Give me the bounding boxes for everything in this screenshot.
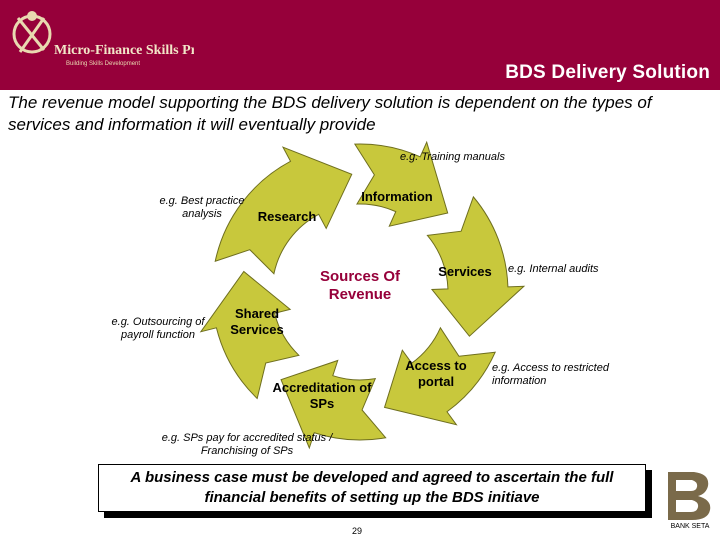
micro-finance-logo: Micro-Finance Skills Project Building Sk… [12, 11, 194, 67]
arrow-services [426, 195, 526, 337]
callout-restricted-info: e.g. Access to restricted information [492, 362, 609, 387]
segment-access-to-portal: Access to portal [405, 358, 467, 389]
segment-accreditation: Accreditation of SPs [272, 380, 372, 411]
arrow-information [353, 140, 449, 227]
callout-best-practice: e.g. Best practice analysis [159, 195, 245, 220]
arrow-shared [199, 270, 300, 400]
bank-seta-logo: BANK SETA [668, 472, 711, 530]
logo-tagline: Building Skills Development [66, 61, 140, 67]
slide-title: BDS Delivery Solution [505, 62, 710, 83]
slide-subtitle: The revenue model supporting the BDS del… [8, 93, 652, 134]
callout-internal-audits: e.g. Internal audits [508, 263, 599, 275]
bank-seta-logo-text: BANK SETA [671, 523, 710, 530]
arrow-access [383, 326, 497, 426]
page-number: 29 [352, 526, 363, 536]
header-bar: Micro-Finance Skills Project Building Sk… [0, 0, 720, 90]
segment-services: Services [438, 264, 492, 279]
arrow-research [214, 146, 353, 275]
callout-training-manuals: e.g. Training manuals [400, 151, 505, 163]
business-case-text: A business case must be developed and ag… [130, 469, 614, 506]
center-sources-of-revenue: Sources Of Revenue [319, 268, 401, 303]
segment-information: Information [361, 189, 433, 204]
segment-shared-services: Shared Services [230, 306, 284, 337]
segment-research: Research [257, 209, 317, 224]
business-case-box: A business case must be developed and ag… [98, 464, 646, 512]
callout-outsourcing: e.g. Outsourcing of payroll function [111, 316, 205, 341]
callout-accredited-status: e.g. SPs pay for accredited status / Fra… [161, 432, 333, 457]
arrow-accreditation [280, 359, 387, 450]
logo-name: Micro-Finance Skills Project [54, 43, 194, 58]
